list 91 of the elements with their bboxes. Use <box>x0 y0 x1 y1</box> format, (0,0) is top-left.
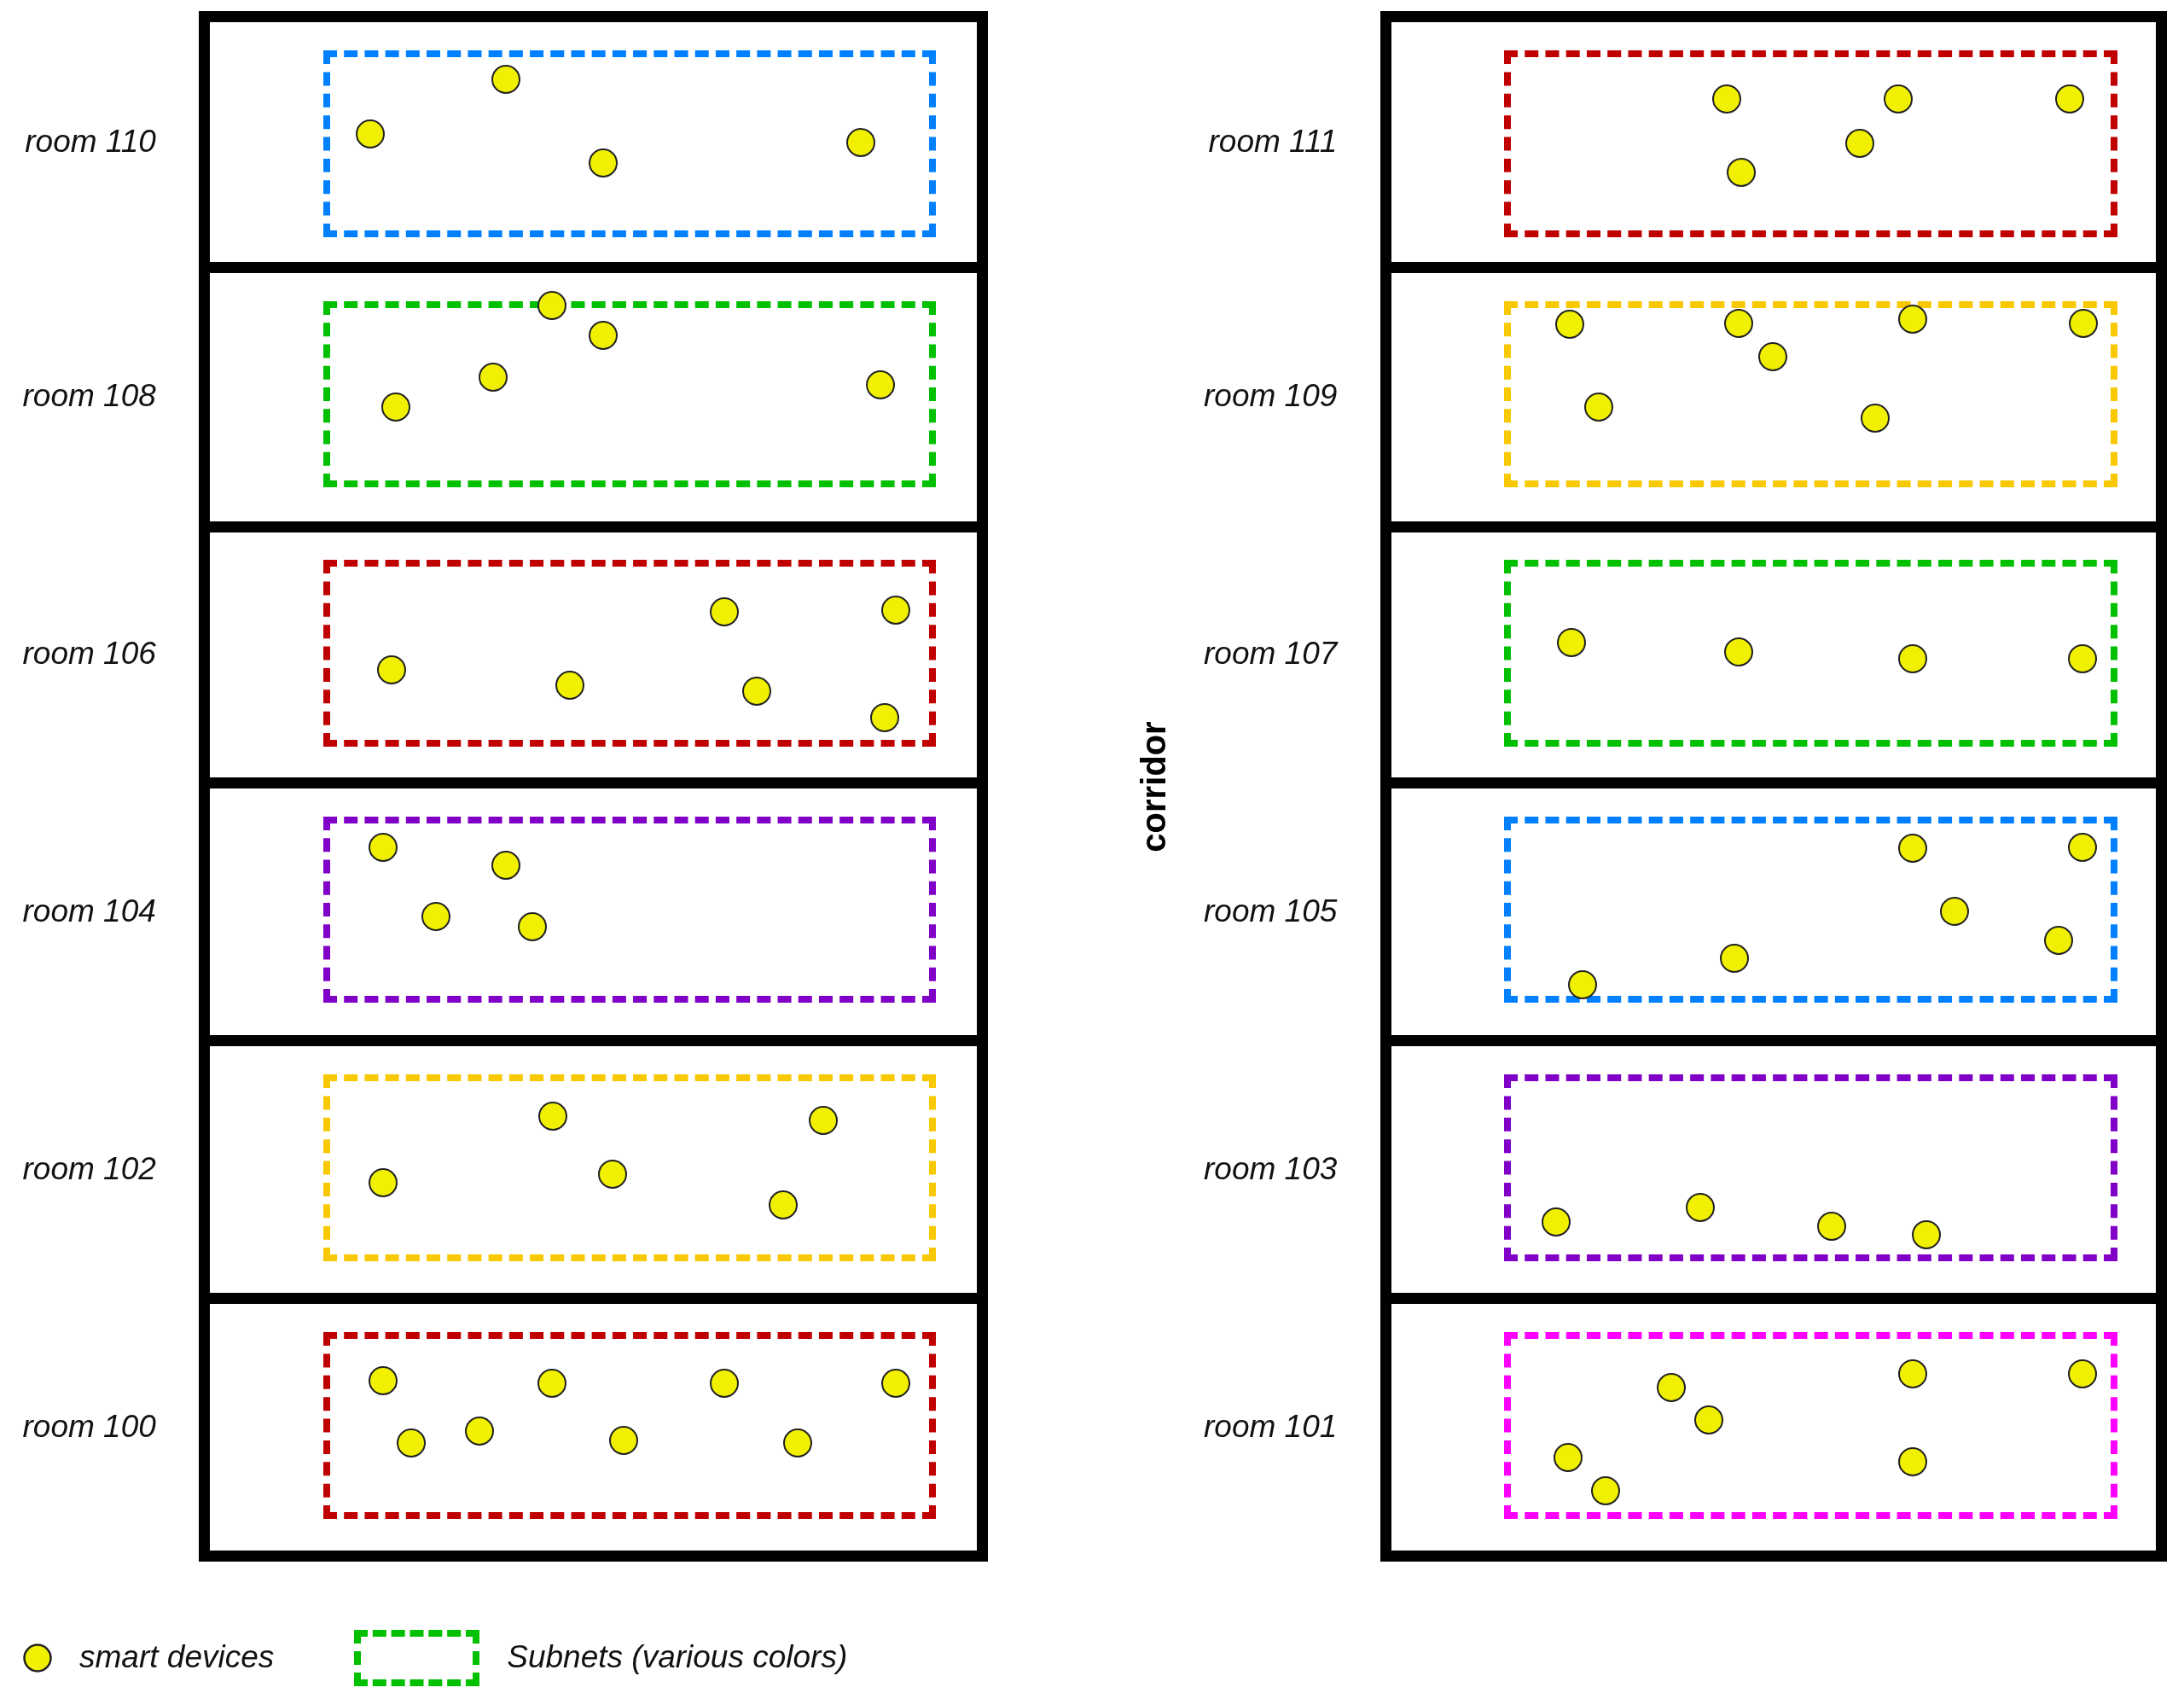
smart-device-dot <box>380 392 410 422</box>
smart-device-dot <box>1686 1193 1716 1223</box>
smart-device-dot <box>880 1369 910 1399</box>
smart-device-dot <box>555 671 584 701</box>
room-label: room 109 <box>1203 378 1338 415</box>
smart-device-dot <box>376 655 406 685</box>
room-label: room 107 <box>1203 636 1338 672</box>
subnet-boundary <box>322 816 937 1004</box>
smart-device-dot <box>396 1428 426 1458</box>
smart-device-dot <box>421 902 450 932</box>
smart-device-dot <box>464 1416 494 1446</box>
smart-device-dot <box>368 832 398 862</box>
smart-device-dot <box>1712 84 1742 113</box>
smart-device-dot <box>1584 392 1614 422</box>
smart-device-dot <box>783 1428 813 1458</box>
smart-device-dot <box>2067 832 2097 862</box>
smart-device-dot <box>368 1365 398 1395</box>
smart-device-dot <box>537 290 566 320</box>
room-label: room 104 <box>21 893 156 929</box>
smart-device-dot <box>1939 896 1969 926</box>
smart-device-dot <box>1556 627 1586 657</box>
legend-label: Subnets (various colors) <box>507 1638 848 1675</box>
subnet-boundary <box>322 560 937 748</box>
legend-label: smart devices <box>79 1638 275 1675</box>
smart-device-dot <box>1694 1405 1724 1434</box>
subnet-boundary <box>322 49 937 237</box>
smart-device-dot <box>1860 403 1890 433</box>
subnet-boundary <box>322 1331 937 1519</box>
smart-device-dot <box>709 1369 739 1399</box>
corridor-label: corridor <box>1134 721 1173 853</box>
smart-device-dot <box>1911 1219 1941 1249</box>
subnet-boundary <box>1504 560 2117 748</box>
smart-device-dot <box>356 119 386 148</box>
room-label: room 110 <box>24 123 156 160</box>
smart-device-dot <box>768 1190 798 1220</box>
smart-device-dot <box>478 363 508 393</box>
smart-device-dot <box>1897 304 1927 334</box>
room-label: room 101 <box>1203 1408 1338 1445</box>
smart-device-dot <box>1657 1373 1687 1403</box>
smart-device-dot <box>1554 1442 1583 1472</box>
smart-device-dot <box>1541 1207 1571 1236</box>
smart-device-dot <box>609 1426 639 1456</box>
smart-device-dot <box>1816 1211 1846 1241</box>
subnet-boundary <box>1504 1331 2117 1519</box>
subnet-boundary <box>322 1074 937 1261</box>
smart-device-dot <box>1897 1446 1927 1476</box>
smart-device-dot <box>1897 834 1927 864</box>
smart-device-dot <box>2055 84 2085 113</box>
smart-device-dot <box>1884 84 1914 113</box>
subnet-boundary <box>1504 300 2117 488</box>
room-label: room 111 <box>1207 123 1338 160</box>
smart-device-dot <box>1758 341 1788 371</box>
smart-device-dot <box>1897 1359 1927 1388</box>
smart-device-dot <box>368 1168 398 1198</box>
smart-device-dot <box>1555 310 1584 340</box>
room-label: room 102 <box>21 1150 156 1187</box>
subnet-boundary <box>1504 816 2117 1004</box>
room-label: room 105 <box>1203 893 1338 929</box>
smart-device-dot <box>865 369 895 399</box>
smart-device-dot <box>869 702 899 732</box>
smart-device-dot <box>880 596 910 625</box>
smart-device-dot <box>588 321 618 351</box>
smart-device-dot <box>808 1105 838 1135</box>
smart-device-dot <box>2067 1359 2097 1388</box>
smart-device-dot <box>538 1101 568 1131</box>
room-label: room 103 <box>1203 1150 1338 1187</box>
smart-device-dot <box>598 1160 628 1190</box>
smart-device-dot <box>588 148 618 177</box>
room-label: room 108 <box>21 378 156 415</box>
smart-device-dot <box>1897 644 1927 674</box>
smart-device-dot <box>2044 926 2074 955</box>
smart-device-dot <box>1719 944 1749 974</box>
smart-device-dot <box>1726 158 1756 188</box>
smart-device-dot <box>1567 970 1597 1000</box>
smart-device-dot <box>537 1369 566 1399</box>
smart-device-dot <box>741 676 771 706</box>
subnet-boundary <box>1504 49 2117 237</box>
smart-device-dot <box>2067 644 2097 674</box>
smart-device-dot <box>491 65 520 95</box>
smart-device-dot <box>1844 129 1874 159</box>
smart-device-dot <box>709 596 739 626</box>
smart-device-dot <box>517 911 547 941</box>
smart-device-dot <box>1591 1475 1621 1505</box>
smart-device-dot <box>2069 308 2099 338</box>
smart-device-dot <box>845 127 875 157</box>
smart-device-dot <box>1723 308 1753 338</box>
smart-device-dot <box>1723 637 1753 667</box>
room-label: room 100 <box>21 1408 156 1445</box>
smart-device-dot <box>491 850 520 880</box>
subnet-boundary <box>1504 1074 2117 1261</box>
room-label: room 106 <box>21 636 156 672</box>
